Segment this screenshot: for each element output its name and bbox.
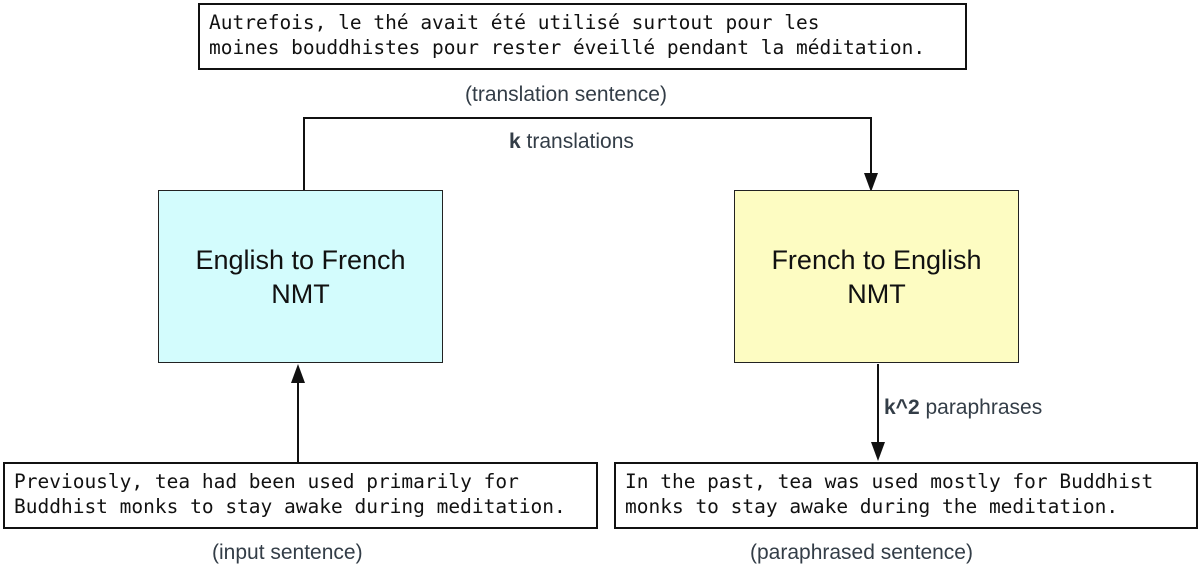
input-sentence-line-1: Previously, tea had been used primarily … — [14, 470, 519, 493]
en-fr-nmt-box: English to French NMT — [158, 190, 443, 363]
fr-en-nmt-label-line-1: French to English — [771, 244, 982, 275]
en-fr-to-fr-en-connector — [303, 117, 872, 190]
translation-sentence-line-2: moines bouddhistes pour rester éveillé p… — [209, 36, 926, 59]
paraphrases-label-text: paraphrases — [919, 396, 1043, 419]
translations-label-text: translations — [520, 130, 634, 153]
fr-en-nmt-label-line-2: NMT — [847, 278, 906, 309]
paraphrased-sentence-line-1: In the past, tea was used mostly for Bud… — [625, 470, 1154, 493]
fr-en-nmt-box: French to English NMT — [734, 190, 1019, 363]
translation-sentence-box: Autrefois, le thé avait été utilisé surt… — [198, 3, 967, 70]
paraphrases-count-symbol: k^2 — [884, 396, 920, 419]
en-fr-nmt-label-line-2: NMT — [271, 278, 330, 309]
input-to-en-fr-arrowhead — [291, 364, 305, 383]
translation-sentence-caption: (translation sentence) — [465, 83, 667, 106]
en-fr-nmt-label-line-1: English to French — [195, 244, 406, 275]
translations-count-symbol: k — [509, 130, 521, 153]
translations-edge-label: k translations — [509, 130, 634, 154]
en-fr-to-fr-en-arrowhead — [864, 173, 878, 192]
input-sentence-caption: (input sentence) — [212, 541, 363, 564]
paraphrased-sentence-caption: (paraphrased sentence) — [750, 541, 973, 564]
paraphrased-sentence-box: In the past, tea was used mostly for Bud… — [614, 462, 1198, 529]
input-sentence-line-2: Buddhist monks to stay awake during medi… — [14, 495, 566, 518]
paraphrased-sentence-line-2: monks to stay awake during the meditatio… — [625, 495, 1119, 518]
input-sentence-box: Previously, tea had been used primarily … — [3, 462, 598, 529]
fr-en-to-paraphrase-arrowhead — [871, 442, 885, 461]
paraphrases-edge-label: k^2 paraphrases — [884, 396, 1042, 420]
translation-sentence-line-1: Autrefois, le thé avait été utilisé surt… — [209, 11, 820, 34]
